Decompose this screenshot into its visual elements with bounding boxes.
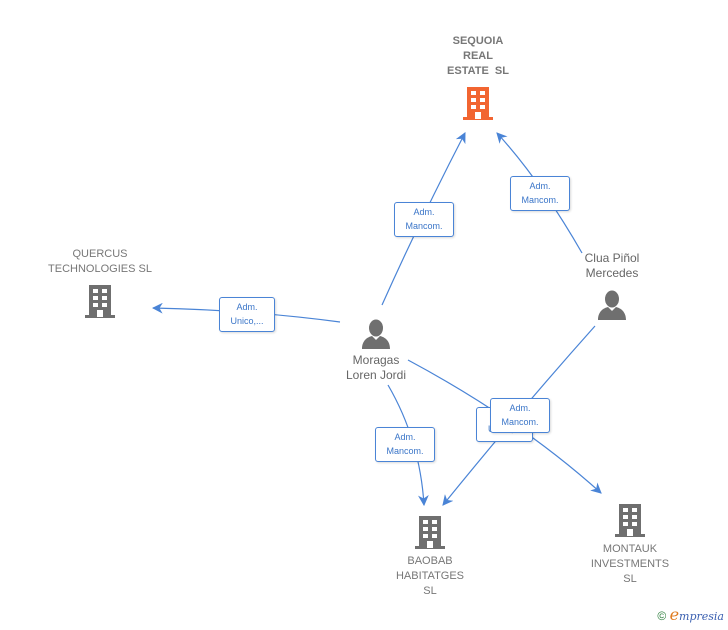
copyright-icon: © bbox=[657, 609, 667, 623]
label-line: MONTAUK bbox=[602, 543, 658, 555]
person-node-clua[interactable]: Clua Piñol Mercedes bbox=[566, 251, 658, 321]
role-line: Adm. bbox=[413, 207, 435, 217]
building-icon bbox=[38, 283, 162, 319]
label-line: BAOBAB bbox=[407, 555, 453, 567]
company-label: QUERCUS TECHNOLOGIES SL bbox=[38, 247, 162, 277]
brand-logo-initial: e bbox=[669, 605, 680, 624]
label-line: SL bbox=[623, 573, 637, 585]
role-line: Mancom. bbox=[405, 221, 443, 231]
label-line: TECHNOLOGIES SL bbox=[48, 263, 152, 275]
edge-label-moragas-sequoia[interactable]: Adm. Mancom. bbox=[394, 202, 454, 237]
label-line: Loren Jordi bbox=[345, 368, 407, 382]
role-line: Adm. bbox=[509, 403, 531, 413]
building-icon bbox=[580, 502, 680, 538]
company-node-sequoia[interactable]: SEQUOIA REAL ESTATE SL bbox=[428, 34, 528, 121]
person-icon bbox=[566, 289, 658, 321]
company-node-baobab[interactable]: BAOBAB HABITATGES SL bbox=[380, 514, 480, 599]
person-icon bbox=[330, 318, 422, 350]
label-line: SL bbox=[423, 585, 437, 597]
label-line: HABITATGES bbox=[395, 570, 465, 582]
role-line: Adm. bbox=[394, 432, 416, 442]
label-line: Clua Piñol bbox=[584, 251, 640, 265]
label-line: SEQUOIA bbox=[452, 35, 504, 47]
edge-label-moragas-baobab[interactable]: Adm. Mancom. bbox=[375, 427, 435, 462]
company-node-quercus[interactable]: QUERCUS TECHNOLOGIES SL bbox=[38, 247, 162, 319]
building-icon bbox=[380, 514, 480, 550]
person-label: Clua Piñol Mercedes bbox=[566, 251, 658, 281]
brand-logo-text: mpresia bbox=[679, 610, 724, 623]
company-node-montauk[interactable]: MONTAUK INVESTMENTS SL bbox=[580, 502, 680, 587]
role-line: Mancom. bbox=[386, 446, 424, 456]
edge-label-clua-baobab[interactable]: Adm. Mancom. bbox=[490, 398, 550, 433]
label-line: ESTATE SL bbox=[447, 65, 509, 77]
company-label: MONTAUK INVESTMENTS SL bbox=[580, 542, 680, 587]
label-line: Mercedes bbox=[585, 266, 639, 280]
role-line: Adm. bbox=[529, 181, 551, 191]
company-label: SEQUOIA REAL ESTATE SL bbox=[428, 34, 528, 79]
label-line: Moragas bbox=[352, 353, 400, 367]
edge-label-moragas-quercus[interactable]: Adm. Unico,... bbox=[219, 297, 275, 332]
label-line: QUERCUS bbox=[72, 248, 128, 260]
label-line: REAL bbox=[463, 50, 493, 62]
role-line: Unico,... bbox=[230, 316, 264, 326]
role-line: Adm. bbox=[236, 302, 258, 312]
person-node-moragas[interactable]: Moragas Loren Jordi bbox=[330, 318, 422, 383]
footer-brand: © empresia bbox=[657, 605, 724, 624]
company-label: BAOBAB HABITATGES SL bbox=[380, 554, 480, 599]
person-label: Moragas Loren Jordi bbox=[330, 353, 422, 383]
building-icon bbox=[428, 85, 528, 121]
edge-label-clua-sequoia[interactable]: Adm. Mancom. bbox=[510, 176, 570, 211]
role-line: Mancom. bbox=[521, 195, 559, 205]
label-line: INVESTMENTS bbox=[590, 558, 670, 570]
role-line: Mancom. bbox=[501, 417, 539, 427]
